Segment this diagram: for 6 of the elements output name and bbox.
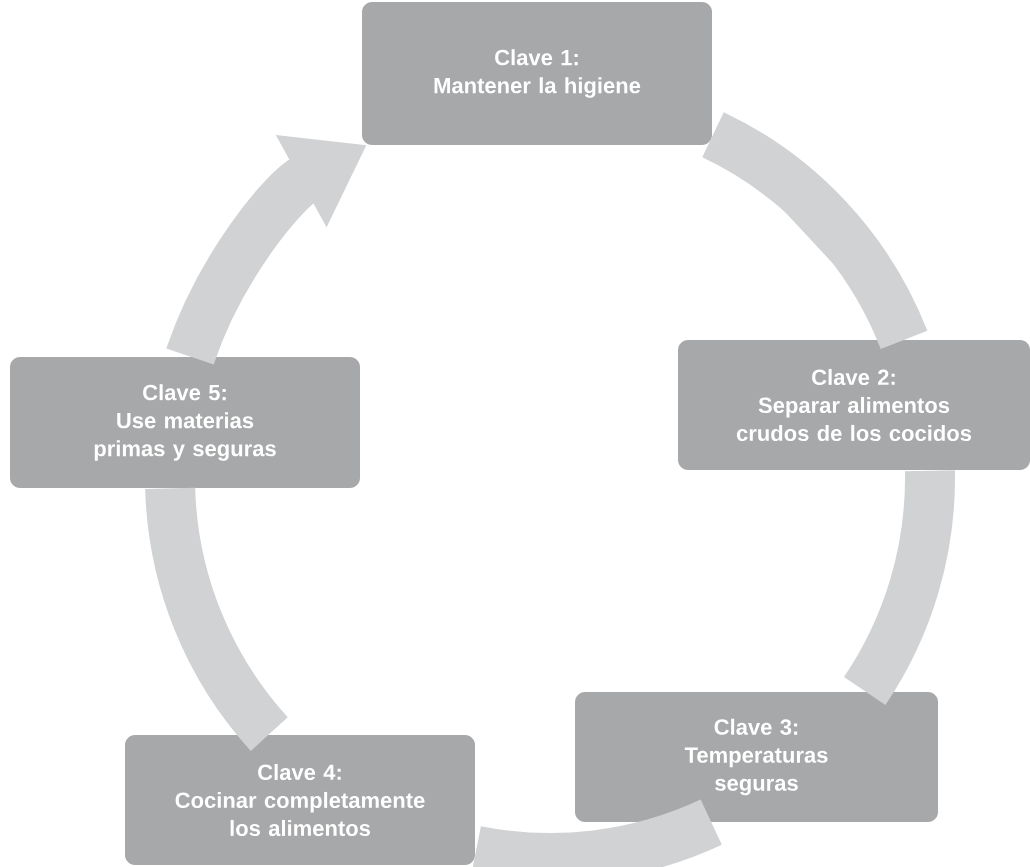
ring-arrow — [701, 112, 928, 350]
key-box: Clave 1: Mantener la higiene — [362, 2, 712, 145]
key-box: Clave 4: Cocinar completamente los alimentos — [125, 735, 475, 865]
key-box: Clave 5: Use materias primas y seguras — [10, 357, 360, 488]
key-box: Clave 2: Separar alimentos crudos de los cocidos — [678, 340, 1030, 470]
key-box: Clave 3: Temperaturas seguras — [575, 692, 938, 822]
